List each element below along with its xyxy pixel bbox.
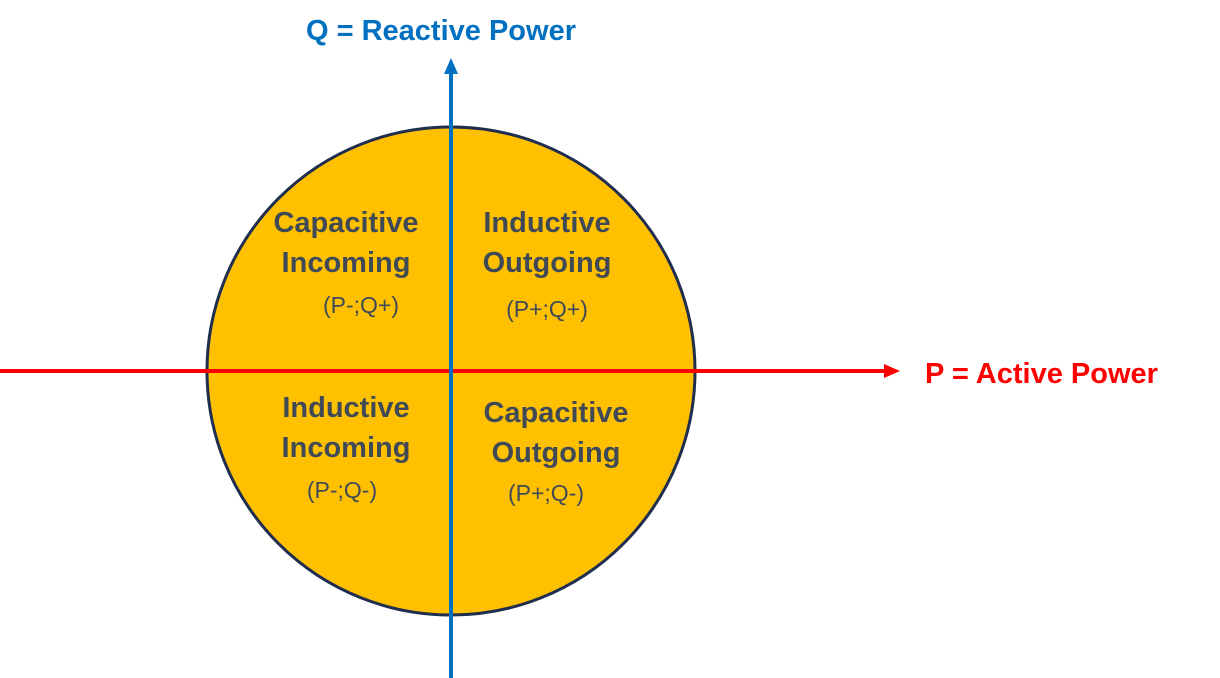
quadrant-label-line1: Inductive	[282, 392, 410, 424]
quadrant-label-line2: Outgoing	[482, 247, 612, 279]
quadrant-label-line1: Capacitive	[273, 207, 419, 239]
p-axis-arrowhead	[884, 364, 900, 378]
quadrant-label-line2: Outgoing	[491, 437, 621, 469]
quadrant-inductive-outgoing: Inductive Outgoing (P+;Q+)	[462, 203, 632, 323]
q-axis-title: Q = Reactive Power	[306, 15, 576, 47]
quadrant-capacitive-outgoing: Capacitive Outgoing (P+;Q-)	[462, 393, 650, 507]
quadrant-label-line2: Incoming	[281, 247, 411, 279]
quadrant-label-line1: Inductive	[483, 207, 611, 239]
quadrant-sign: (P-;Q-)	[306, 477, 378, 503]
q-axis-arrowhead	[444, 58, 458, 74]
quadrant-label-line1: Capacitive	[483, 397, 629, 429]
quadrant-sign: (P+;Q+)	[506, 296, 588, 322]
quadrant-capacitive-incoming: Capacitive Incoming (P-;Q+)	[258, 203, 434, 319]
p-axis-title: P = Active Power	[925, 358, 1158, 390]
quadrant-sign: (P-;Q+)	[322, 292, 400, 318]
quadrant-label-line2: Incoming	[281, 432, 411, 464]
quadrant-inductive-incoming: Inductive Incoming (P-;Q-)	[258, 388, 434, 504]
quadrant-sign: (P+;Q-)	[507, 480, 585, 506]
